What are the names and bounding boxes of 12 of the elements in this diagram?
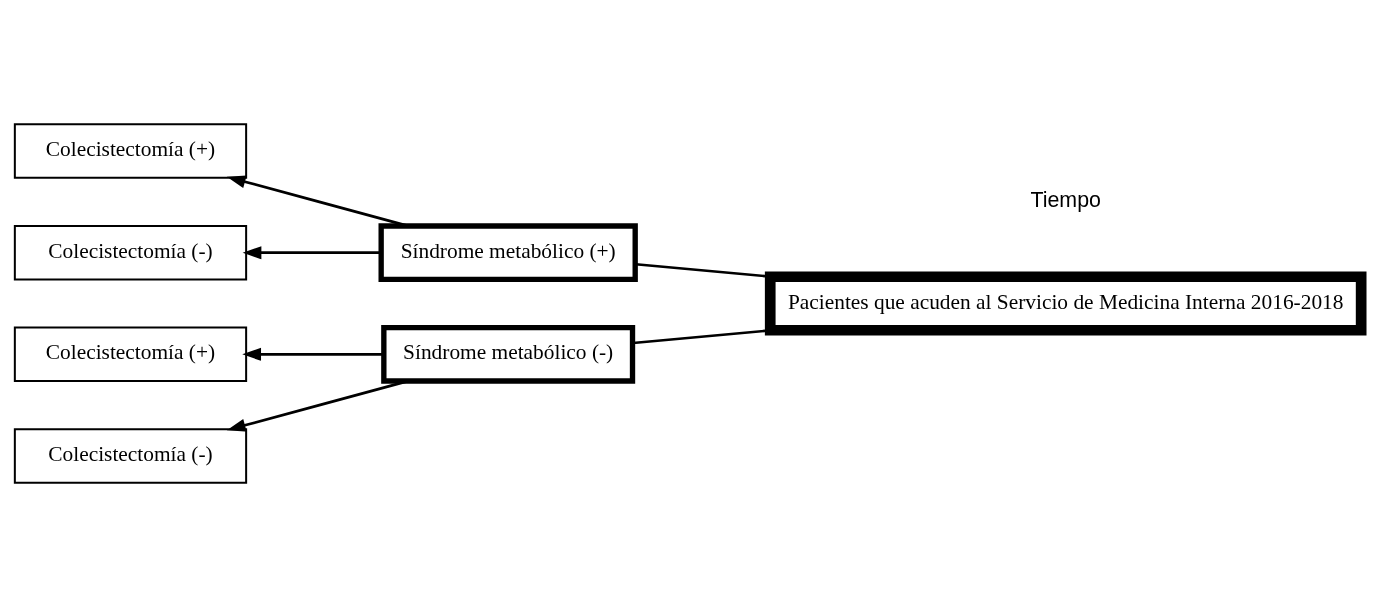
arrow [242,347,384,361]
arrow [242,246,381,260]
arrow [226,379,409,432]
label: Tiempo [1030,187,1101,212]
node-box: Colecistectomía (-) [13,224,248,281]
node-box: Colecistectomía (+) [13,123,248,179]
node-box: Colecistectomía (+) [13,326,248,383]
node-box: Pacientes que acuden al Servicio de Medicina Interna 2016-2018 [764,271,1367,336]
node-box: Síndrome metabólico (+) [378,223,638,283]
node-box: Colecistectomía (-) [13,428,248,484]
node-box: Síndrome metabólico (-) [381,324,636,384]
arrow [226,175,409,228]
